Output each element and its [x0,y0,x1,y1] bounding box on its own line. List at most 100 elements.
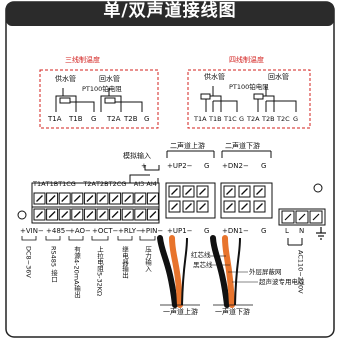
up1-label: +UP1− [167,227,193,235]
bottom-terminal-screw-slot [48,211,56,218]
ch1-downstream-label: 一声道下游 [215,308,250,316]
ch1-upstream-label: 一声道上游 [163,308,198,316]
ground-icon [316,227,326,240]
dn2-g-label: G [261,162,267,170]
top-terminal-label: T2B [96,180,109,188]
power-n-label: N [299,227,305,235]
resistor-t1 [59,97,71,104]
group-pin-label: +PIN− [140,227,164,235]
top-terminal-label: AI4 [146,180,157,188]
black-core-label: 黑芯线 [193,261,213,269]
power-terminal-screws [281,210,323,224]
bottom-terminal-screw-slot [136,211,144,218]
top-terminal-screw-slot [99,195,106,202]
rtd-right-sensor-label: PT100铂电阻 [229,83,269,91]
shield-label: 外层屏蔽网 [249,268,282,276]
ch2-terminal-screw-slot [185,188,192,195]
page-title: 单/双声道接线图 [103,1,237,21]
analog-input-label: 模拟输入 [123,152,151,160]
bottom-terminal-screw-slot [61,211,69,218]
top-terminal-label: T1B [45,180,59,188]
ch2-terminal-screw-slot [171,188,178,195]
rtd-right-term-8: G [293,115,299,123]
ch2-terminal-screw-slot [226,188,233,195]
rtd-left-term-5: T2B [124,115,138,123]
top-terminal-label: T1A [33,180,46,188]
rtd-left-wiring [55,88,143,112]
oct-description: 上拉电阻5-32KΩ [95,246,104,296]
bottom-terminal-screw-slot [73,211,81,218]
group-485-label: +485− [46,227,72,235]
ch2-terminal-screws [168,185,266,213]
group-bracket [45,236,61,241]
analog-input-leads [129,174,159,183]
mounting-hole-right [313,183,323,193]
power-lead-lines [287,238,303,246]
ch2-terminal-screw-slot [256,188,263,195]
up2-g-label: G [204,162,210,170]
ch2-upstream-title: 二声道上游 [170,142,205,150]
group-rly-label: +RLY− [118,227,142,235]
group-bracket [68,236,84,241]
rtd-left-term-1: T1A [48,115,62,123]
rtd-left-sensor-label: PT100铂电阻 [82,85,122,93]
group-oct-label: +OCT− [92,227,119,235]
top-terminal-screw-slot [86,195,94,202]
group-vin-label: +VIN− [20,227,44,235]
ch2-terminal-screw-slot [199,203,206,210]
group-bracket [117,236,133,241]
top-terminal-label: G [70,180,76,188]
top-terminal-screw-slot [36,195,43,202]
rtd-right-term-2: T1B [209,115,222,123]
top-terminal-label: G [121,180,127,188]
ao-description: 有源4-20mA输出 [72,246,81,298]
cable-type-label: 超声波专用电缆 [259,278,305,286]
cable-callout-lines [210,255,258,283]
top-terminal-label: T2A [83,180,96,188]
rtd-left-term-2: T1B [69,115,83,123]
rtd-right-term-4: G [239,115,245,123]
rtd-right-supply-label: 供水管 [204,73,225,81]
top-terminal-label: AI3 [133,180,145,188]
bottom-terminal-screw-slot [149,211,157,218]
rtd-right-term-3: T1C [224,115,237,123]
top-terminal-screw-slot [149,195,157,202]
rly-description: 继电器输出 [120,246,129,279]
rtd-right-return-label: 回水管 [268,73,289,81]
top-terminal-screw-slot [124,195,132,202]
rtd-left-supply-label: 供水管 [55,75,76,83]
top-terminal-label: T2C [108,180,122,188]
bottom-terminal-screws [33,208,159,221]
top-terminal-label: T1C [58,180,71,188]
dn2-label: +DN2− [222,162,249,170]
rs485-description: RS485 接口 [49,246,58,283]
bottom-terminal-screw-slot [99,211,106,218]
resistor-t1-4w [200,93,211,100]
ch2-terminal-screw-slot [226,203,233,210]
rtd-left-return-label: 回水管 [99,75,120,83]
mounting-hole-left [17,210,27,220]
ch2-downstream-title: 二声道下游 [225,142,260,150]
top-terminal-screw-slot [136,195,144,202]
pin-description: 压力输入 [143,246,152,272]
rtd-left-term-6: G [144,115,150,123]
resistor-t2 [104,97,116,104]
ch1-downstream-cable [210,235,241,308]
top-terminal-screw-slot [73,195,81,202]
ch2-terminal-screw-slot [199,188,206,195]
power-l-label: L [285,227,289,235]
group-ao-label: +AO− [69,227,91,235]
rtd-left-box [39,69,159,129]
rtd-left-term-3: G [91,115,97,123]
top-terminal-screw-slot [48,195,56,202]
ch2-terminal-screw-slot [171,203,178,210]
ch2-terminal-screw-slot [185,203,192,210]
ch2-terminal-screw-slot [241,188,248,195]
analog-plus-label: + [141,162,147,170]
up1-g-label: G [204,227,210,235]
ac-description: AC110~220V [296,250,305,294]
title-bar [6,2,334,26]
top-terminal-screw-slot [61,195,69,202]
